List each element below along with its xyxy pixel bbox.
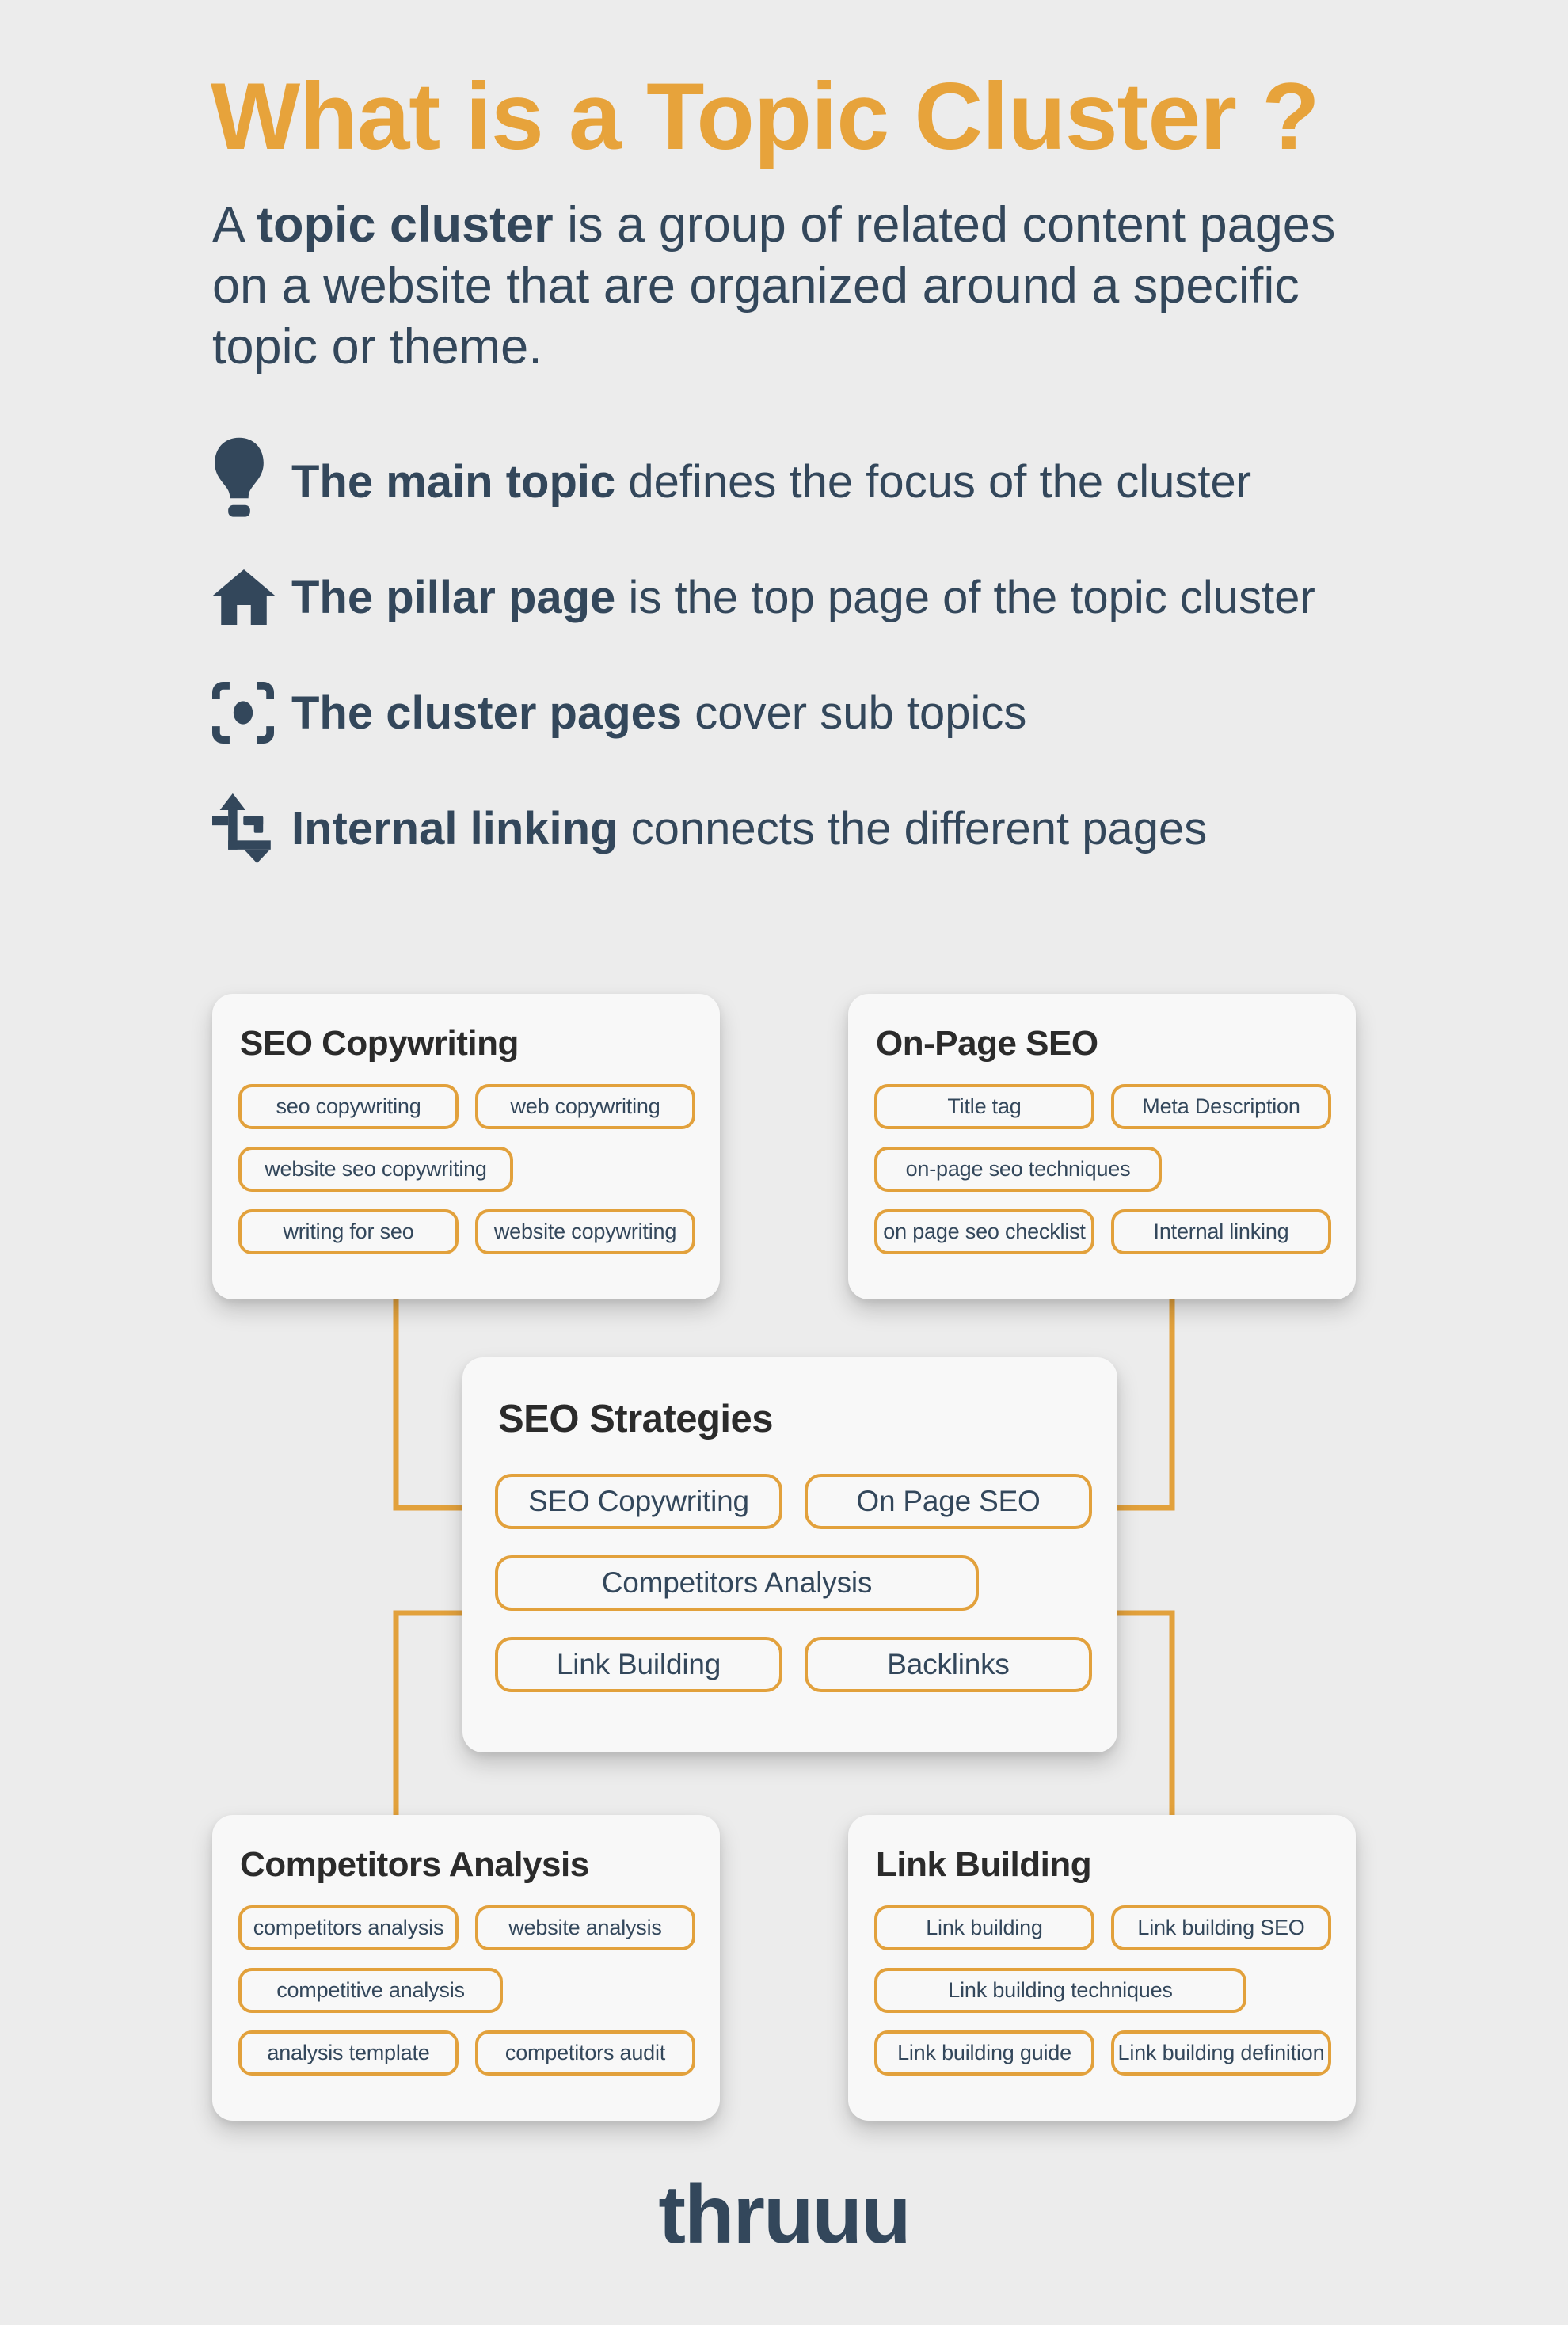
keyword-pill: competitors analysis (238, 1905, 459, 1950)
keyword-pill: Competitors Analysis (495, 1555, 979, 1611)
keyword-pill: website analysis (475, 1905, 695, 1950)
keyword-pill: on page seo checklist (874, 1209, 1094, 1254)
keyword-pill: Title tag (874, 1084, 1094, 1129)
connector-on-page-seo (1093, 1294, 1175, 1511)
keyword-pill: website seo copywriting (238, 1147, 513, 1192)
card-title: Competitors Analysis (240, 1845, 589, 1884)
keyword-pill: competitive analysis (238, 1968, 503, 2013)
internal-linking-icon (212, 792, 291, 865)
keyword-pill: Link building techniques (874, 1968, 1246, 2013)
legend-item-cluster-pages: The cluster pages cover sub topics (212, 665, 1400, 760)
keyword-pill: Internal linking (1111, 1209, 1331, 1254)
card-competitors-analysis: Competitors Analysis competitors analysi… (212, 1815, 720, 2121)
card-seo-strategies: SEO Strategies SEO Copywriting On Page S… (462, 1357, 1117, 1752)
card-title: SEO Strategies (498, 1398, 774, 1440)
legend-item-pillar-page: The pillar page is the top page of the t… (212, 550, 1400, 645)
keyword-pill: Link building definition (1111, 2030, 1331, 2076)
keyword-pill: Link Building (495, 1637, 782, 1692)
keyword-pill: Backlinks (805, 1637, 1092, 1692)
page-title: What is a Topic Cluster ? (211, 63, 1320, 169)
card-seo-copywriting: SEO Copywriting seo copywriting web copy… (212, 994, 720, 1299)
keyword-pill: analysis template (238, 2030, 459, 2076)
legend-text: Internal linking connects the different … (291, 802, 1208, 854)
connector-seo-copywriting (393, 1294, 475, 1511)
keyword-pill: competitors audit (475, 2030, 695, 2076)
card-title: Link Building (876, 1845, 1092, 1884)
house-icon (212, 569, 291, 626)
lightbulb-icon (212, 437, 291, 526)
keyword-pill: On Page SEO (805, 1474, 1092, 1529)
card-on-page-seo: On-Page SEO Title tag Meta Description o… (848, 994, 1356, 1299)
thruuu-logo: thruuu (658, 2169, 911, 2261)
connector-link-building (1093, 1610, 1175, 1821)
keyword-pill: website copywriting (475, 1209, 695, 1254)
cluster-pages-icon (212, 682, 291, 744)
intro-bold: topic cluster (257, 197, 554, 253)
legend-text: The pillar page is the top page of the t… (291, 571, 1315, 623)
legend-text: The main topic defines the focus of the … (291, 455, 1252, 508)
card-title: On-Page SEO (876, 1024, 1098, 1063)
keyword-pill: Link building SEO (1111, 1905, 1331, 1950)
legend: The main topic defines the focus of the … (212, 434, 1400, 896)
keyword-pill: seo copywriting (238, 1084, 459, 1129)
legend-text: The cluster pages cover sub topics (291, 687, 1027, 739)
intro-paragraph: A topic cluster is a group of related co… (212, 195, 1353, 378)
connector-competitors-analysis (393, 1610, 475, 1821)
keyword-pill: Link building (874, 1905, 1094, 1950)
legend-item-main-topic: The main topic defines the focus of the … (212, 434, 1400, 529)
keyword-pill: on-page seo techniques (874, 1147, 1162, 1192)
keyword-pill: web copywriting (475, 1084, 695, 1129)
keyword-pill: writing for seo (238, 1209, 459, 1254)
intro-rest: is a group of related content pages on a… (212, 197, 1336, 375)
intro-lead: A (212, 197, 257, 253)
keyword-pill: Link building guide (874, 2030, 1094, 2076)
legend-item-internal-linking: Internal linking connects the different … (212, 781, 1400, 876)
keyword-pill: Meta Description (1111, 1084, 1331, 1129)
card-title: SEO Copywriting (240, 1024, 519, 1063)
card-link-building: Link Building Link building Link buildin… (848, 1815, 1356, 2121)
keyword-pill: SEO Copywriting (495, 1474, 782, 1529)
